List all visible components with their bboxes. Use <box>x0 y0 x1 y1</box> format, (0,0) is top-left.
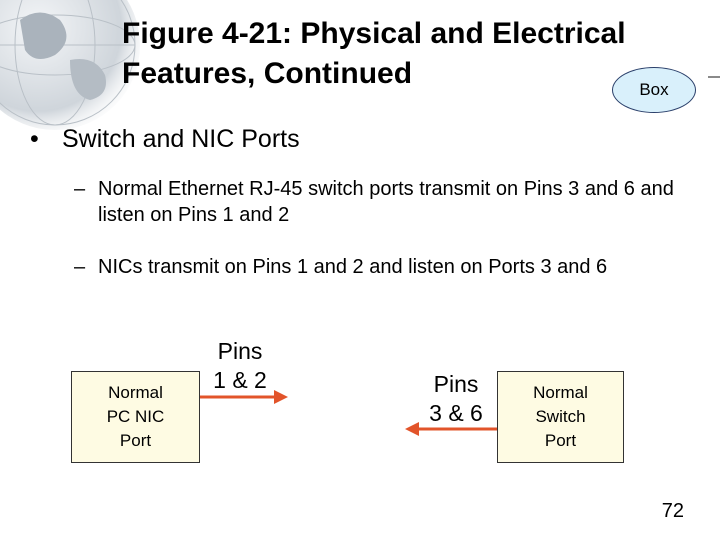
pc-port-line-2: PC NIC <box>106 407 165 426</box>
dash-icon: – <box>74 178 86 200</box>
bullet-switch-nic-ports: • Switch and NIC Ports <box>30 122 300 156</box>
pins-3-6-label: Pins 3 & 6 <box>414 370 498 428</box>
pc-port-line-1: Normal <box>108 383 163 402</box>
switch-port-line-1: Normal <box>533 383 588 402</box>
box-oval-button[interactable]: Box <box>612 67 696 113</box>
switch-port-line-2: Switch <box>535 407 586 426</box>
pc-nic-port-box: Normal PC NIC Port <box>71 371 200 463</box>
pins-1-2-line-2: 1 & 2 <box>213 367 267 393</box>
transmit-arrow-left <box>405 422 497 436</box>
pins-1-2-line-1: Pins <box>217 338 263 364</box>
pins-3-6-line-2: 3 & 6 <box>429 400 483 426</box>
sub-bullet-switch-ports: – Normal Ethernet RJ-45 switch ports tra… <box>74 176 684 228</box>
pc-port-line-3: Port <box>119 431 152 450</box>
globe-logo <box>0 0 140 130</box>
pins-3-6-line-1: Pins <box>433 371 479 397</box>
sub-bullet-nics: – NICs transmit on Pins 1 and 2 and list… <box>74 254 684 280</box>
pins-1-2-label: Pins 1 & 2 <box>198 337 282 395</box>
page-number: 72 <box>661 500 684 522</box>
switch-port-line-3: Port <box>544 431 577 450</box>
switch-port-box: Normal Switch Port <box>497 371 624 463</box>
title-line-1: Figure 4-21: Physical and Electrical <box>122 17 626 50</box>
sub-bullet-text: Normal Ethernet RJ-45 switch ports trans… <box>98 178 674 226</box>
sub-bullet-text: NICs transmit on Pins 1 and 2 and listen… <box>98 256 608 278</box>
title-line-2: Features, Continued <box>122 57 413 90</box>
box-oval-label: Box <box>639 80 669 99</box>
bullet-dot-icon: • <box>30 125 39 153</box>
dash-icon: – <box>74 256 86 278</box>
slide-title: Figure 4-21: Physical and Electrical Fea… <box>122 14 682 94</box>
bullet-text: Switch and NIC Ports <box>62 125 300 153</box>
transmit-arrow-right <box>200 390 288 404</box>
title-rule <box>708 76 720 78</box>
